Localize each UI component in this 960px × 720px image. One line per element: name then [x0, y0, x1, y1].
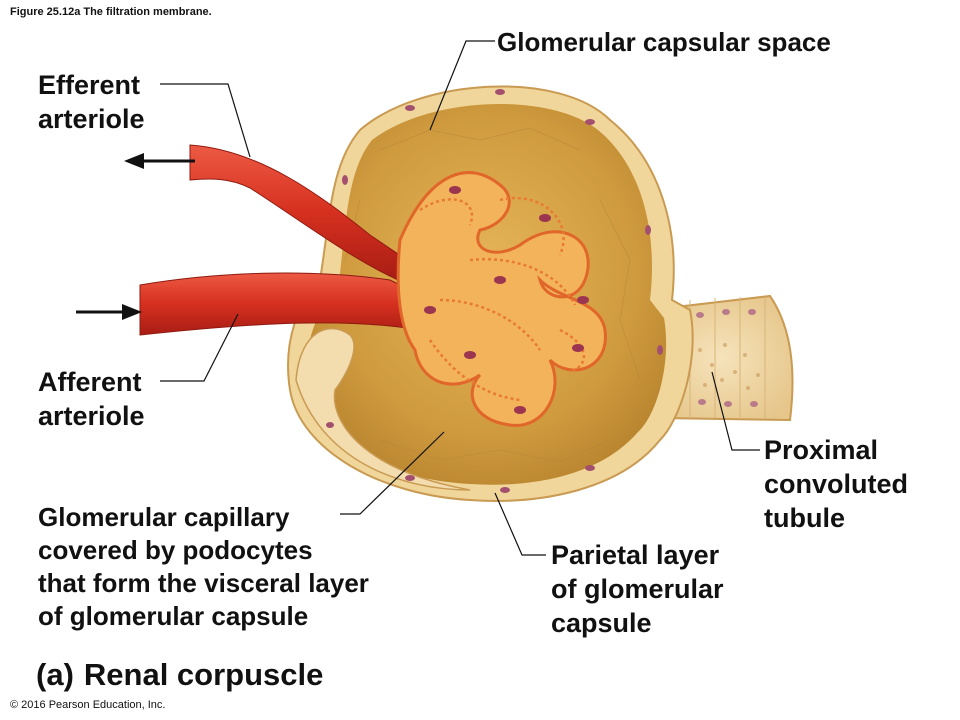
label-afferent-arteriole: Afferent arteriole [38, 367, 145, 431]
afferent-flow-arrow [76, 304, 142, 320]
leader-capsular-space [429, 40, 495, 131]
efferent-arteriole [189, 144, 411, 281]
leader-parietal [494, 492, 546, 556]
leader-afferent [160, 313, 239, 382]
leader-glomerular-capillary [340, 431, 445, 515]
glomerulus [396, 171, 607, 427]
figure-title: Figure 25.12a The filtration membrane. [10, 6, 212, 18]
label-efferent-arteriole: Efferent arteriole [38, 70, 145, 134]
label-glomerular-capsular-space: Glomerular capsular space [497, 27, 831, 57]
label-proximal-convoluted-tubule: Proximal convoluted tubule [764, 435, 909, 533]
figure-caption: (a) Renal corpuscle [36, 657, 333, 693]
caption-letter: (a) [36, 657, 74, 692]
afferent-arteriole [139, 272, 431, 336]
label-glomerular-capillary: Glomerular capillary covered by podocyte… [38, 502, 369, 631]
efferent-flow-arrow [124, 153, 195, 169]
leader-proximal [711, 371, 760, 451]
leader-efferent [160, 83, 251, 158]
caption-text: Renal corpuscle [83, 657, 324, 692]
copyright-notice: © 2016 Pearson Education, Inc. [10, 699, 166, 711]
leader-lines [160, 40, 760, 556]
label-parietal-layer: Parietal layer of glomerular capsule [551, 540, 724, 638]
